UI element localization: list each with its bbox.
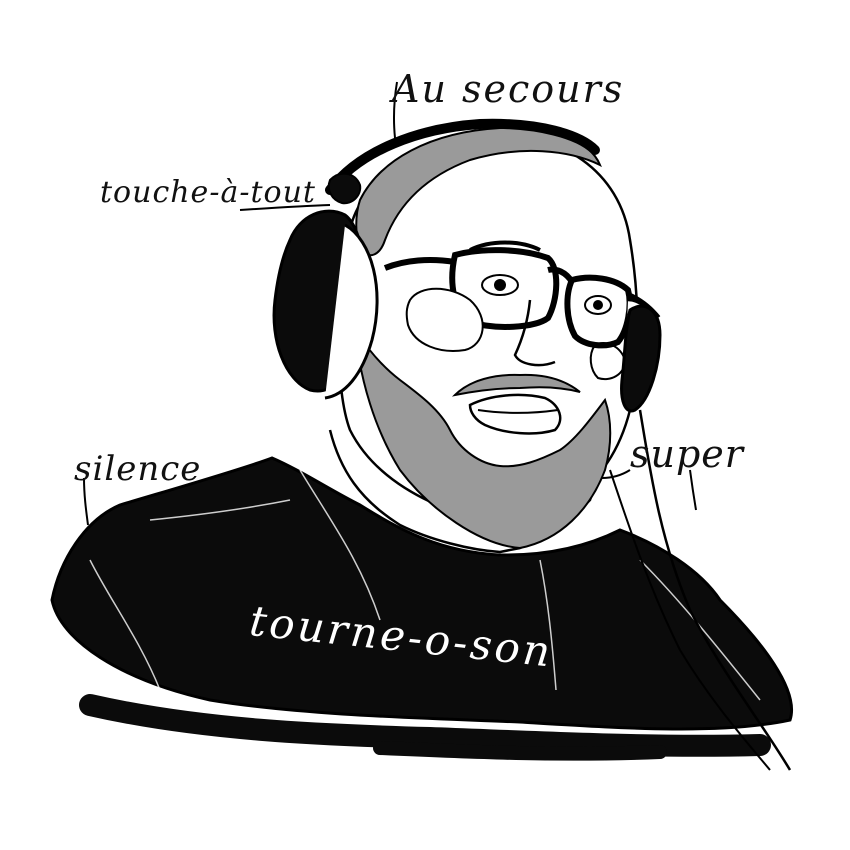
- handwritten-label-top: Au secours: [392, 67, 625, 111]
- nose: [513, 299, 556, 367]
- cheek-left: [405, 287, 484, 352]
- left-eyebrow: [469, 240, 541, 252]
- right-pupil: [593, 300, 603, 310]
- shirt-seam: [639, 559, 761, 701]
- mouth: [468, 393, 562, 435]
- shirt-seam: [149, 499, 291, 521]
- glasses-arm: [383, 257, 456, 271]
- label-pointer-left: [239, 204, 331, 211]
- headphone-cable: [638, 409, 792, 771]
- glasses-right-lens: [564, 274, 633, 349]
- shirt-seam: [539, 559, 557, 691]
- shirt-shape: [50, 456, 793, 731]
- handwritten-label-right: super: [630, 432, 744, 476]
- label-pointer-top: [392, 81, 398, 139]
- headphone-cable-2: [609, 469, 771, 771]
- label-pointer-right: [601, 469, 631, 479]
- left-pupil: [494, 279, 506, 291]
- label-pointer-silence: [83, 477, 89, 526]
- headphone-right-cup: [620, 304, 662, 413]
- handwritten-label-left: touche-à-tout: [100, 175, 316, 210]
- shirt-seam: [89, 559, 161, 691]
- cheek-right: [589, 342, 627, 380]
- brush-stroke-bottom-2: [373, 741, 667, 761]
- glasses-bridge: [547, 266, 575, 284]
- moustache: [451, 373, 581, 397]
- headphone-left-hinge: [327, 172, 362, 205]
- headphone-band: [325, 118, 600, 195]
- shirt-seam: [299, 469, 381, 621]
- mouth-line: [477, 409, 559, 414]
- label-pointer-right-2: [689, 469, 697, 511]
- headphone-left-padding: [324, 223, 379, 400]
- handwritten-label-silence: silence: [74, 449, 202, 489]
- beard: [354, 329, 612, 550]
